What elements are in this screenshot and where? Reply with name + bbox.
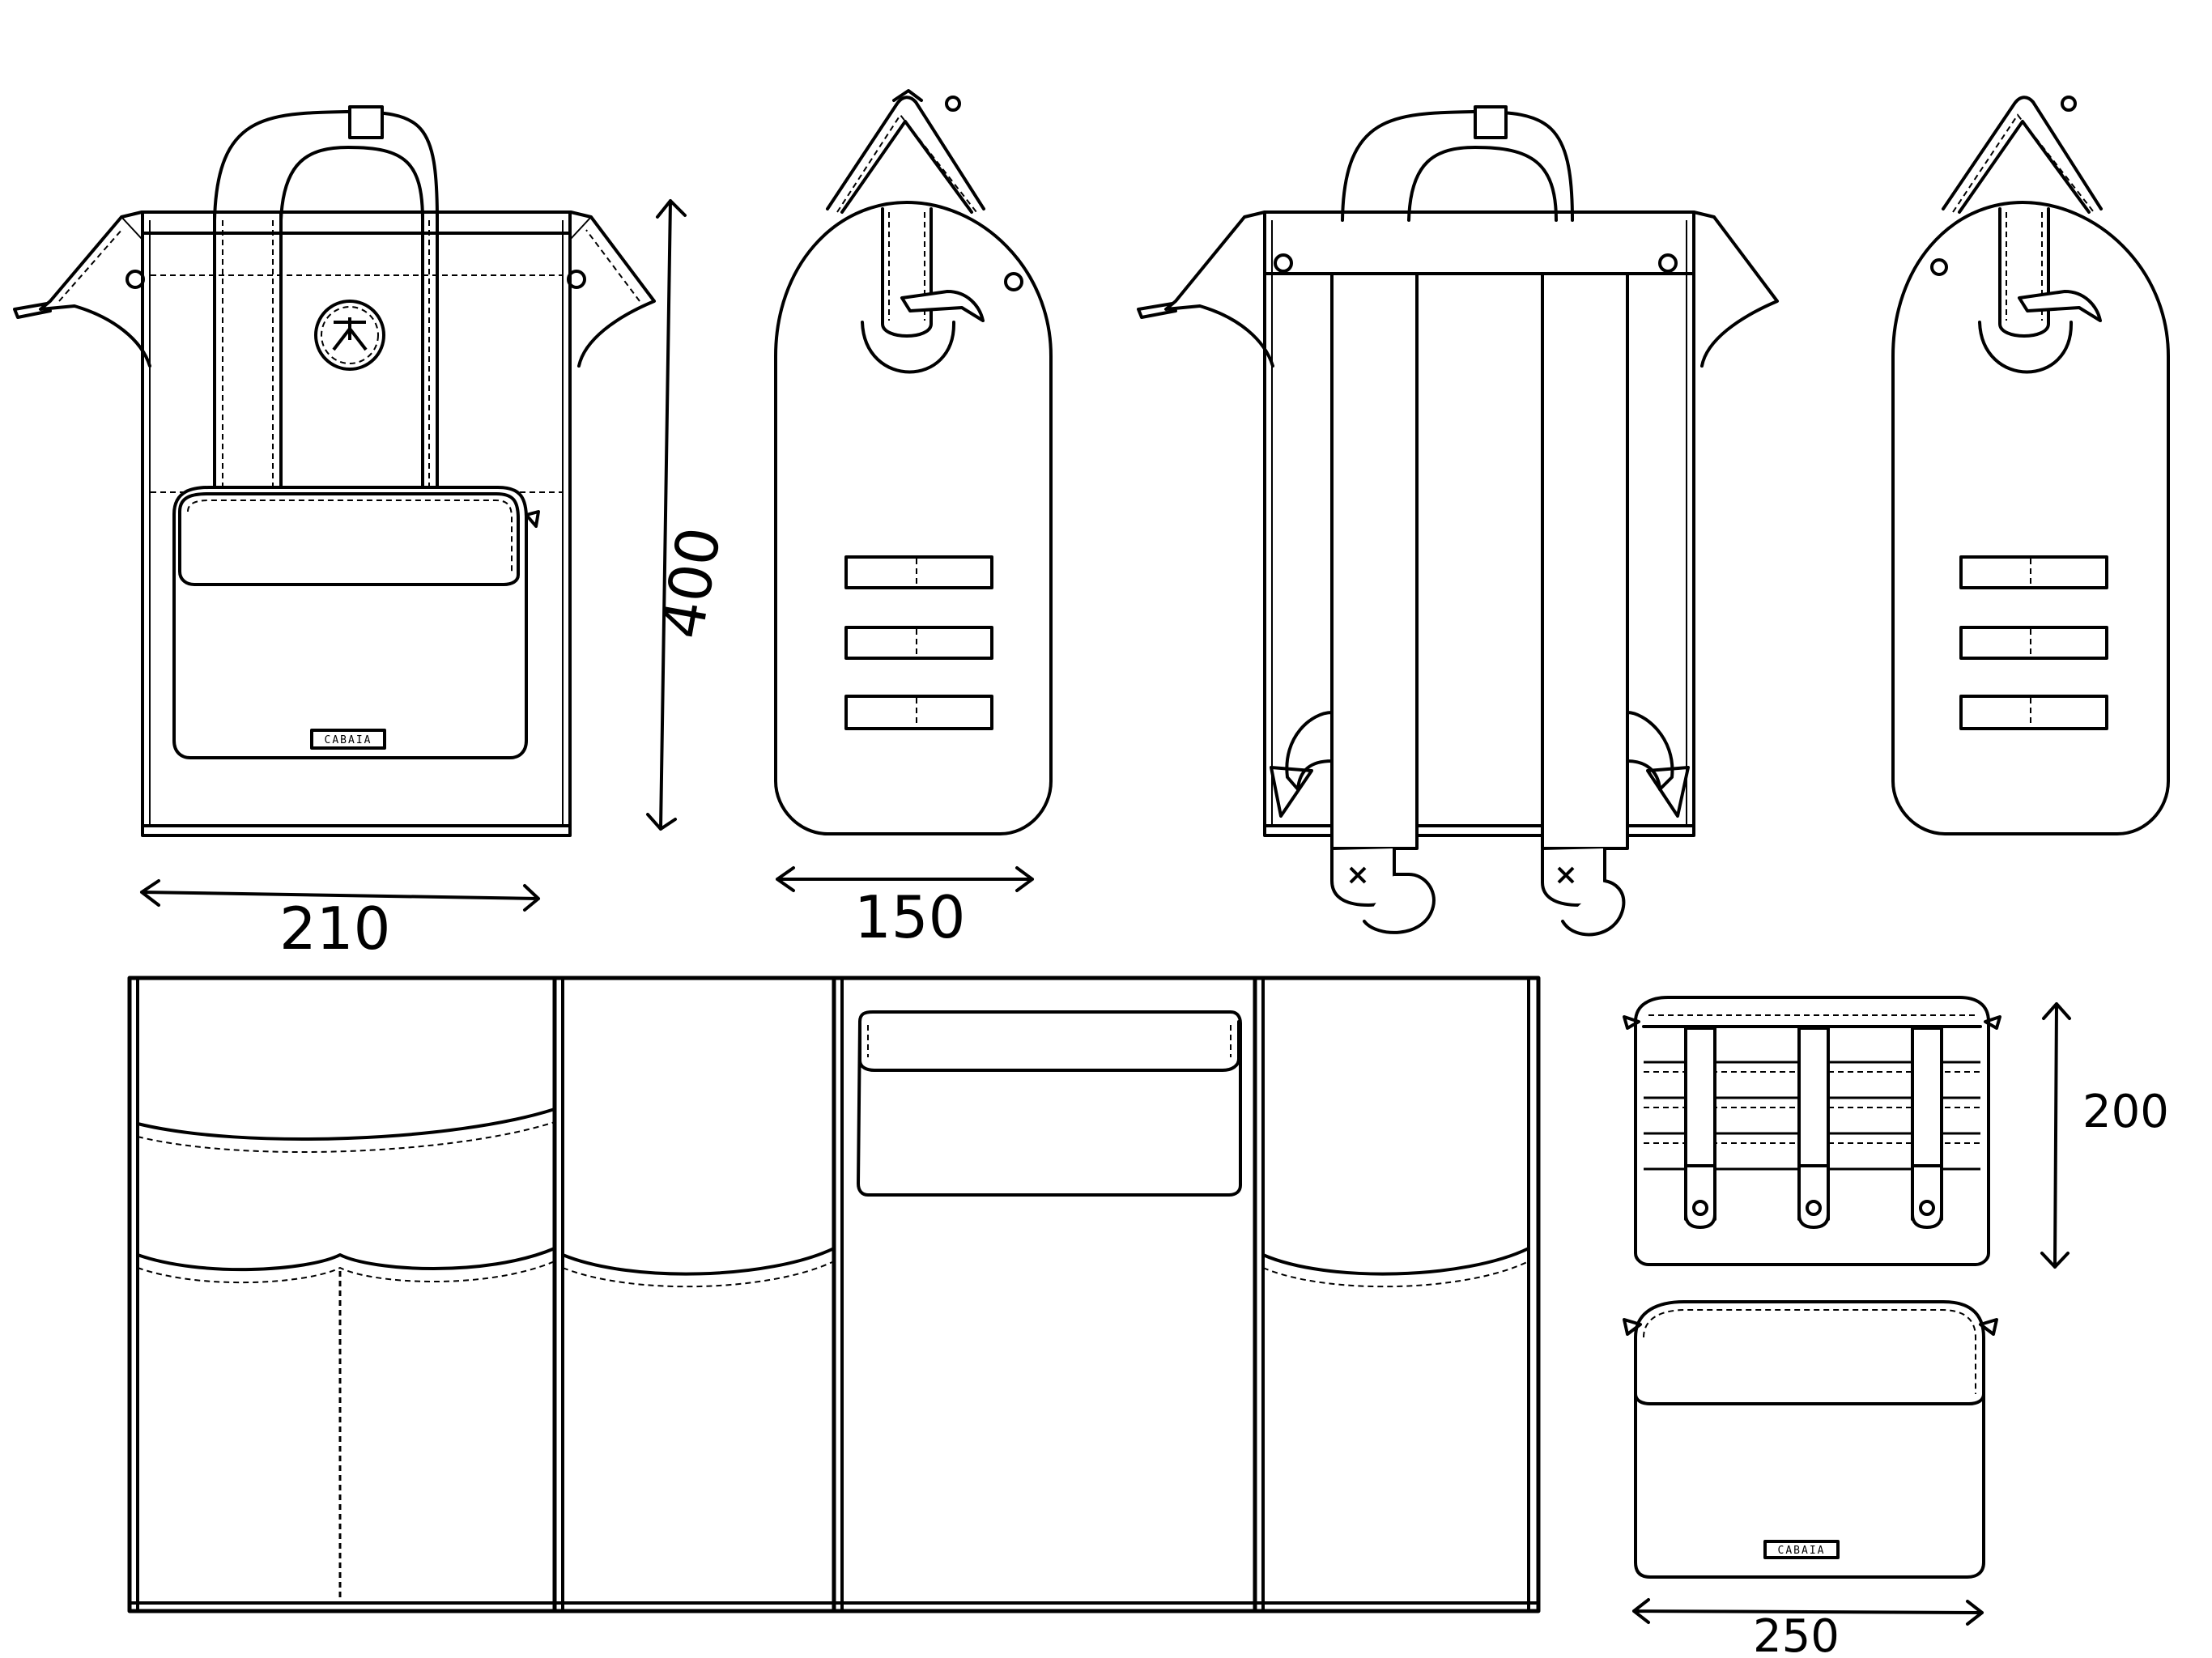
- back-body-panel: [1263, 210, 1695, 837]
- backpack-side-view: 150: [774, 89, 1053, 951]
- height-dimension-arrow: [646, 199, 687, 831]
- pouch-zip-pull: [525, 510, 540, 528]
- pouch-body: [1634, 1300, 1985, 1579]
- webbing-loop: [844, 695, 993, 730]
- side-width-dimension-arrow: [776, 866, 1034, 892]
- lower-pocket-edge: [136, 1247, 556, 1272]
- strap-buckle-left: [1363, 873, 1436, 934]
- webbing-loop: [844, 626, 993, 660]
- cabaia-brand-text: CABAIA: [325, 734, 372, 746]
- width-dimension-label: 210: [279, 895, 390, 963]
- pouch-height-dimension-label: 200: [2082, 1086, 2169, 1138]
- backpack-front-view: CABAIA 400 210: [13, 105, 734, 963]
- strap-buckle-right: [1561, 879, 1626, 937]
- strap-anchor-left: [1285, 711, 1334, 791]
- side-grommet: [567, 270, 586, 289]
- pouch-back-view: 200: [1623, 996, 2169, 1269]
- backpack-side-view-alt: [1891, 96, 2170, 835]
- zip-pocket: [857, 1010, 1242, 1197]
- handle-loop-tab: [1474, 105, 1508, 139]
- backpack-back-view: [1137, 105, 1779, 937]
- side-grommet: [125, 270, 145, 289]
- side-ring: [2061, 96, 2077, 112]
- pocket-edge: [1261, 1247, 1530, 1276]
- side-width-dimension-label: 150: [854, 883, 965, 951]
- webbing-loop: [1959, 626, 2108, 660]
- webbing-loop: [1959, 555, 2108, 589]
- strap-anchor-right: [1626, 711, 1674, 791]
- right-shoulder-strap: [1541, 272, 1629, 850]
- side-buckle-clip: [900, 290, 985, 322]
- left-shoulder-strap: [1330, 272, 1419, 850]
- cabaia-brand-label: [1763, 1540, 1840, 1559]
- side-buckle-clip: [2018, 290, 2102, 322]
- side-panel: [774, 201, 1053, 835]
- pouch-front-view: CABAIA 250: [1623, 1300, 1998, 1658]
- snap-button: [1919, 1200, 1935, 1216]
- front-body-panel: [141, 210, 572, 837]
- upper-pocket-edge: [136, 1107, 556, 1141]
- pouch-width-dimension-arrow: [1632, 1598, 1984, 1626]
- zipper-pull: [1137, 302, 1177, 319]
- snap-button: [1806, 1200, 1822, 1216]
- pocket-edge: [561, 1247, 836, 1276]
- zipper-pull: [13, 302, 52, 319]
- pouch-height-dimension-arrow: [2040, 1002, 2071, 1269]
- handle-loop-tab: [348, 105, 384, 139]
- webbing-loop: [844, 555, 993, 589]
- height-dimension-label: 400: [648, 522, 734, 644]
- pouch-brand-text: CABAIA: [1778, 1545, 1826, 1557]
- snap-button: [1692, 1200, 1708, 1216]
- interior-pocket-layout: [127, 976, 1541, 1613]
- front-zip-pouch: [172, 486, 528, 759]
- side-ring: [945, 96, 961, 112]
- pouch-width-dimension-label: 250: [1753, 1610, 1840, 1658]
- webbing-loop: [1959, 695, 2108, 730]
- side-panel: [1891, 201, 2170, 835]
- width-dimension-arrow: [140, 879, 540, 912]
- cabaia-brand-label: [310, 729, 386, 750]
